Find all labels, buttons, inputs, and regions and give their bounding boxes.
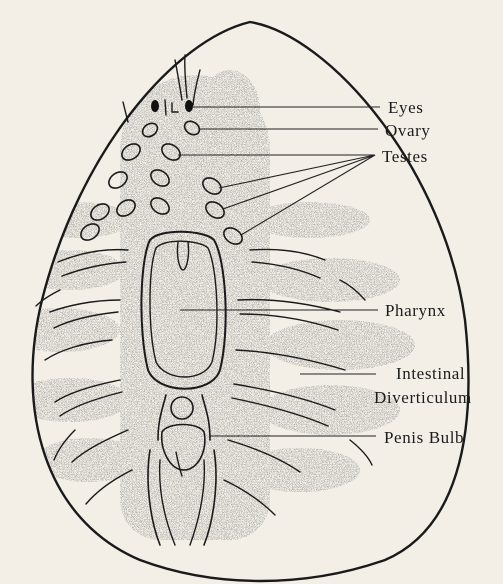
stipple-shading	[0, 70, 415, 540]
label-penis-bulb: Penis Bulb	[384, 428, 464, 447]
label-pharynx: Pharynx	[385, 301, 446, 320]
label-intestinal: Intestinal	[396, 364, 465, 383]
label-ovary: Ovary	[385, 121, 430, 140]
label-diverticulum: Diverticulum	[374, 388, 472, 407]
label-testes: Testes	[382, 147, 428, 166]
label-eyes: Eyes	[388, 98, 423, 117]
